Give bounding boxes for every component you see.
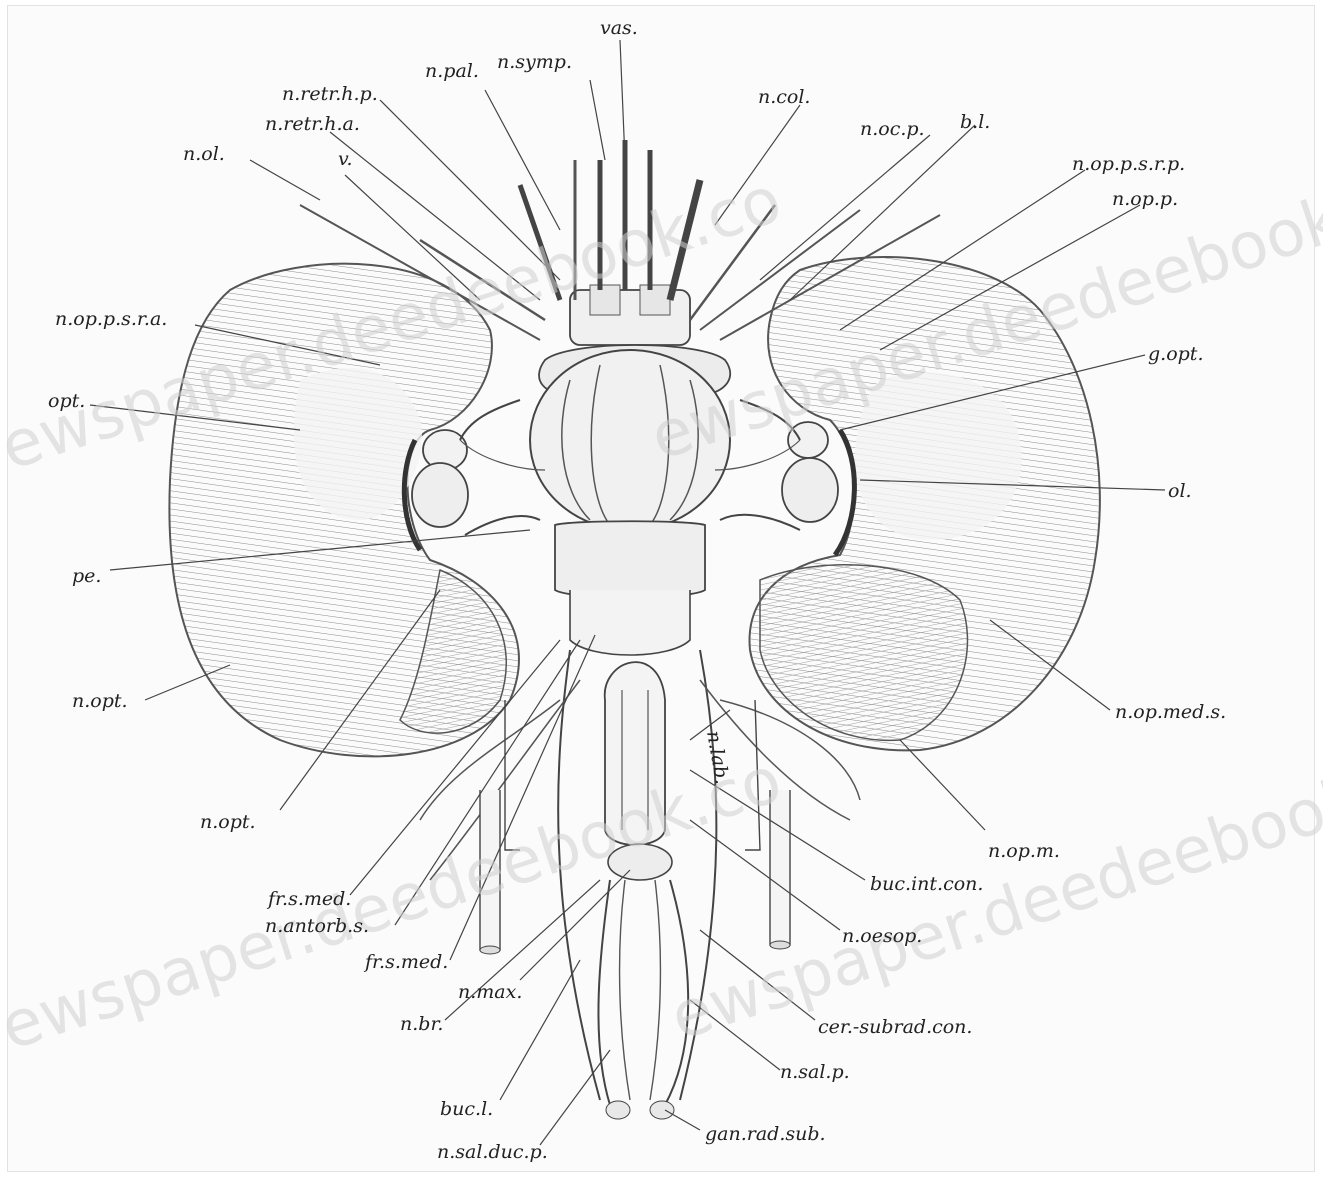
label-n-pal: n.pal. bbox=[425, 60, 479, 82]
label-fr-s-med: fr.s.med. bbox=[266, 888, 351, 910]
label-n-op-p-s-r-p: n.op.p.s.r.p. bbox=[1072, 153, 1185, 175]
label-n-sal-duc-p: n.sal.duc.p. bbox=[437, 1141, 548, 1163]
label-n-symp: n.symp. bbox=[497, 51, 572, 73]
label-n-op-p-s-r-a: n.op.p.s.r.a. bbox=[55, 308, 167, 330]
label-n-max: n.max. bbox=[458, 981, 522, 1003]
label-n-opt-a: n.opt. bbox=[72, 690, 128, 712]
label-n-col: n.col. bbox=[758, 86, 810, 108]
label-n-opt-b: n.opt. bbox=[200, 811, 256, 833]
label-buc-l: buc.l. bbox=[440, 1098, 493, 1120]
label-gan-rad-sub: gan.rad.sub. bbox=[705, 1123, 826, 1145]
label-cer-subrad-con: cer.-subrad.con. bbox=[818, 1016, 972, 1038]
label-n-op-p: n.op.p. bbox=[1112, 188, 1178, 210]
label-opt: opt. bbox=[48, 390, 85, 412]
label-fr-s-med-2: fr.s.med. bbox=[363, 951, 448, 973]
label-n-oesop: n.oesop. bbox=[842, 925, 922, 947]
label-n-retr-h-a: n.retr.h.a. bbox=[265, 113, 360, 135]
label-n-sal-p: n.sal.p. bbox=[780, 1061, 850, 1083]
label-n-antorb-s: n.antorb.s. bbox=[265, 915, 369, 937]
label-n-op-med-s: n.op.med.s. bbox=[1115, 701, 1226, 723]
label-n-oc-p: n.oc.p. bbox=[860, 118, 925, 140]
label-pe: pe. bbox=[72, 565, 101, 587]
label-ol: ol. bbox=[1168, 480, 1192, 502]
label-buc-int-con: buc.int.con. bbox=[870, 873, 983, 895]
label-n-op-m: n.op.m. bbox=[988, 840, 1060, 862]
label-n-br: n.br. bbox=[400, 1013, 443, 1035]
label-b-l: b.l. bbox=[960, 111, 990, 133]
brain-center bbox=[460, 285, 800, 655]
label-n-retr-h-p: n.retr.h.p. bbox=[282, 83, 378, 105]
label-vas: vas. bbox=[600, 17, 638, 39]
label-n-ol: n.ol. bbox=[183, 143, 225, 165]
label-v: v. bbox=[338, 148, 353, 170]
label-g-opt: g.opt. bbox=[1148, 343, 1203, 365]
